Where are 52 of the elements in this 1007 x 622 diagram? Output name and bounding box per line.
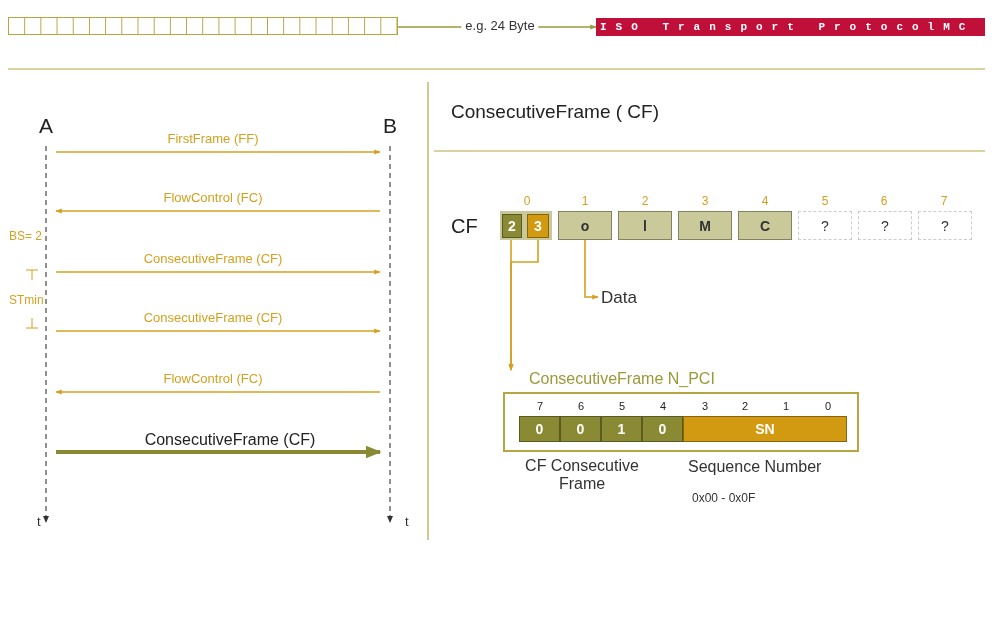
byte-cell: ? (858, 211, 912, 240)
byte-index: 7 (940, 194, 948, 208)
arrow (55, 269, 381, 275)
byte-cell: 3 (527, 214, 549, 238)
data-label: Data (598, 287, 648, 309)
participant-label: B (382, 114, 398, 138)
arrow (55, 389, 381, 395)
arrow (55, 149, 381, 155)
byte-index: 5 (821, 194, 829, 208)
byte-cell: M (678, 211, 732, 240)
field-caption: CF Consecutive Frame (524, 457, 640, 493)
byte-index: 6 (880, 194, 888, 208)
byte-index: 0 (523, 194, 531, 208)
field-caption: Sequence Number (688, 458, 822, 476)
bit-index: 3 (701, 400, 709, 412)
bit-index: 4 (659, 400, 667, 412)
bit-cell: 1 (601, 416, 642, 442)
parameter-label: STmin (9, 293, 44, 307)
bit-cell: 0 (560, 416, 601, 442)
byte-cell (500, 211, 552, 240)
byte-cell: l (618, 211, 672, 240)
field-heading: ConsecutiveFrame N_PCI (529, 370, 715, 388)
arrow (56, 445, 382, 459)
byte-index: 1 (581, 194, 589, 208)
byte-index: 4 (761, 194, 769, 208)
bit-cell: SN (683, 416, 847, 442)
arrow (55, 328, 381, 334)
row-label: CF (451, 215, 478, 238)
section-heading: ConsecutiveFrame ( CF) (451, 101, 659, 123)
edge-label: e.g. 24 Byte (461, 18, 539, 33)
byte-cell: 2 (502, 214, 522, 238)
protocol-bar: ISO Transport ProtocolMC (596, 18, 985, 36)
byte-index: 3 (701, 194, 709, 208)
arrow (584, 239, 599, 300)
byte-row (8, 17, 398, 35)
bit-cell: 0 (642, 416, 683, 442)
bit-cell: 0 (519, 416, 560, 442)
byte-cell: ? (918, 211, 972, 240)
bit-index: 7 (536, 400, 544, 412)
arrow (508, 237, 539, 371)
participant-label: A (38, 114, 54, 138)
axis-label: t (37, 514, 41, 529)
byte-index: 2 (641, 194, 649, 208)
byte-cell: C (738, 211, 792, 240)
bit-index: 5 (618, 400, 626, 412)
bit-index: 6 (577, 400, 585, 412)
byte-cell: ? (798, 211, 852, 240)
arrow (55, 208, 381, 214)
value-range: 0x00 - 0x0F (692, 491, 756, 505)
parameter-label: BS= 2 (9, 229, 43, 243)
byte-cell: o (558, 211, 612, 240)
axis-label: t (405, 514, 409, 529)
